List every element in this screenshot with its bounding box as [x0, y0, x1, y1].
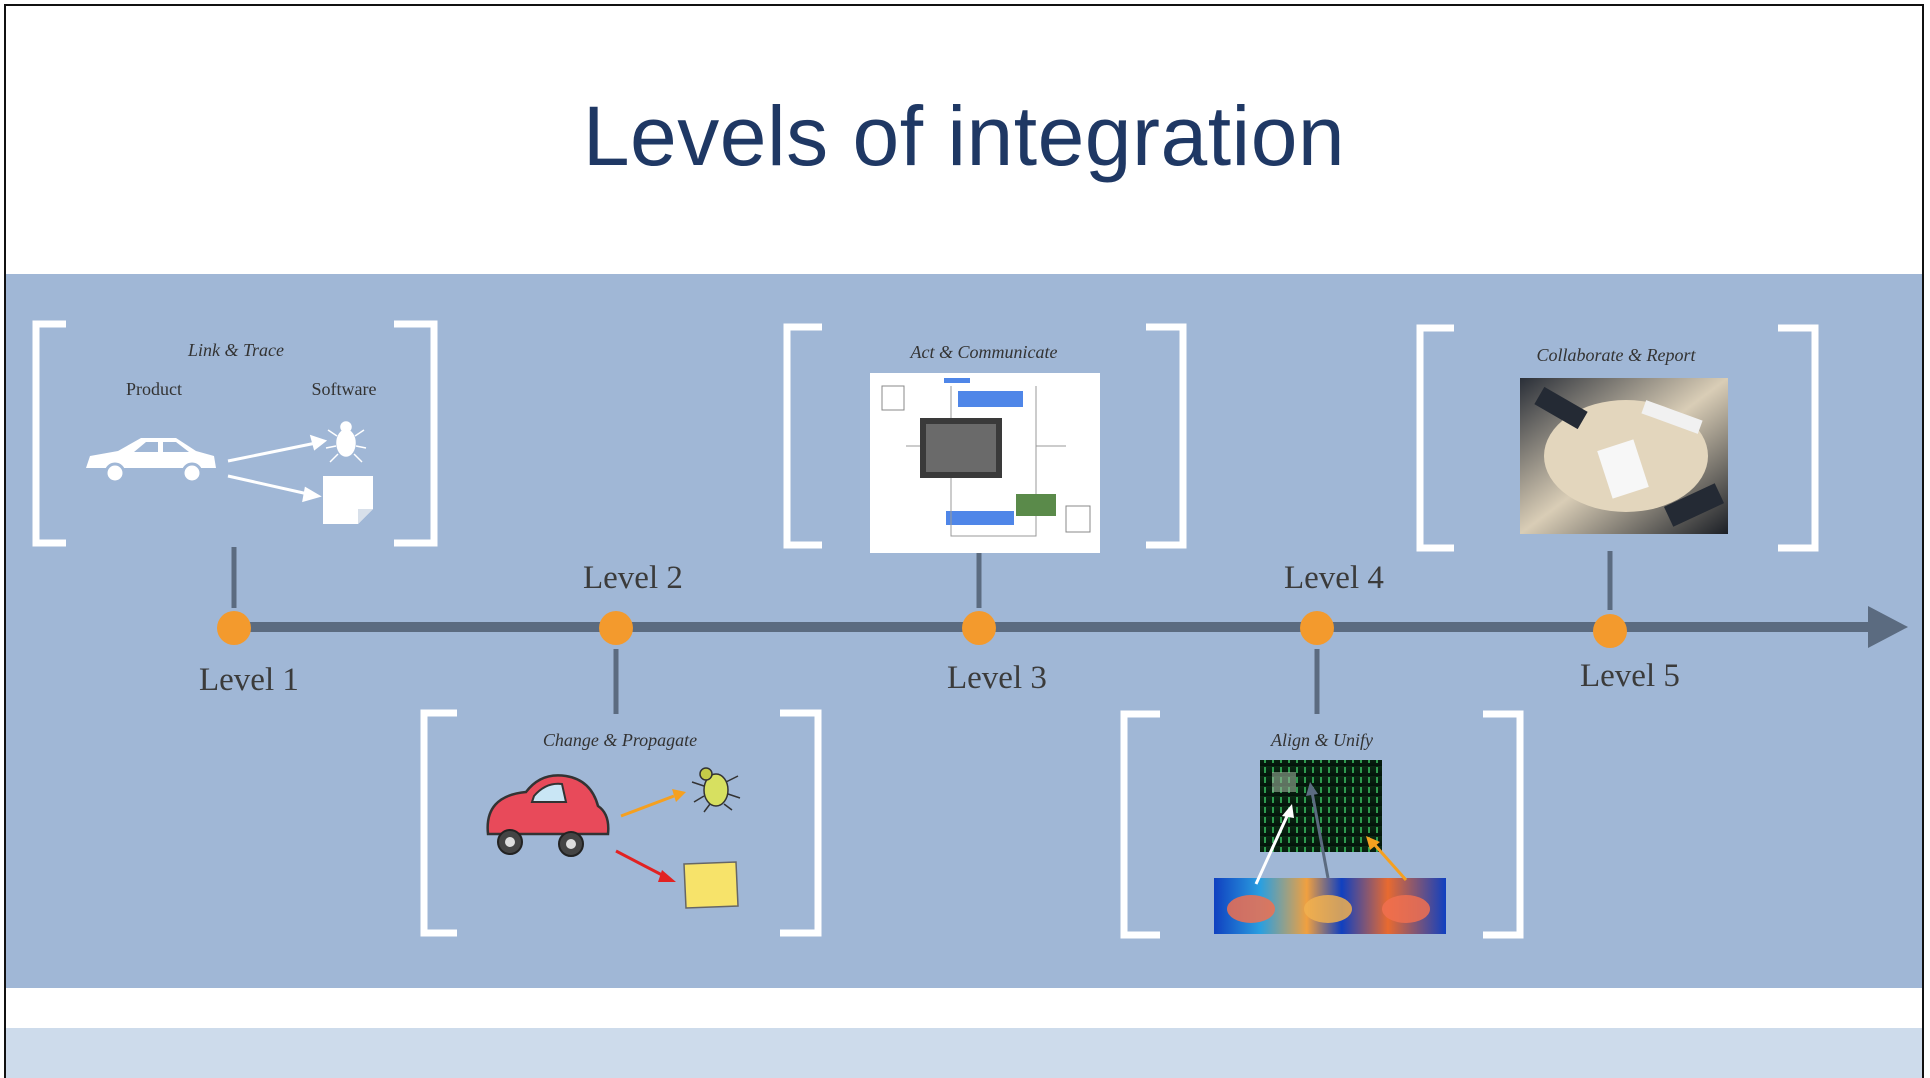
- heatmap-cars-image: [1214, 878, 1446, 934]
- meeting-image: [1520, 378, 1728, 534]
- node-level-5: [1593, 614, 1627, 648]
- diagram-image: [870, 373, 1100, 553]
- link-arrows: [227, 434, 328, 503]
- page-title: Levels of integration: [582, 89, 1346, 183]
- node-level-1: [217, 611, 251, 645]
- node-level-4: [1300, 611, 1334, 645]
- change-propagate-caption: Change & Propagate: [543, 730, 697, 750]
- bug-icon: [325, 421, 367, 463]
- change-arrows: [615, 789, 686, 882]
- collaborate-report-caption: Collaborate & Report: [1537, 345, 1697, 365]
- car-icon: [86, 438, 216, 484]
- timeline-diagram: Level 1 Level 2 Level 3 Level 4 Level 5 …: [32, 320, 1908, 939]
- timeline-arrowhead: [1868, 606, 1908, 648]
- software-label: Software: [312, 379, 377, 399]
- node-level-3: [962, 611, 996, 645]
- level-4-label: Level 4: [1284, 560, 1384, 596]
- level-1-label: Level 1: [199, 662, 299, 698]
- level-5-label: Level 5: [1580, 658, 1680, 694]
- link-trace-caption: Link & Trace: [187, 340, 284, 360]
- node-level-2: [599, 611, 633, 645]
- beetle-icon: [691, 767, 741, 813]
- level-3-label: Level 3: [947, 660, 1047, 696]
- act-communicate-box: Act & Communicate: [783, 323, 1187, 553]
- align-arrows: [1254, 782, 1408, 885]
- slide: Levels of integration: [4, 4, 1924, 1078]
- footer-band: [6, 1028, 1922, 1078]
- sticky-note-icon: [683, 861, 739, 909]
- collaborate-report-box: Collaborate & Report: [1416, 324, 1819, 552]
- link-trace-box: Link & Trace Product Software: [32, 320, 438, 547]
- align-unify-box: Align & Unify: [1120, 710, 1524, 939]
- cartoon-car-icon: [486, 774, 610, 857]
- act-communicate-caption: Act & Communicate: [910, 342, 1058, 362]
- document-icon: [323, 476, 373, 524]
- change-propagate-box: Change & Propagate: [420, 709, 822, 937]
- product-label: Product: [126, 379, 182, 399]
- align-unify-caption: Align & Unify: [1270, 730, 1373, 750]
- level-2-label: Level 2: [583, 560, 683, 596]
